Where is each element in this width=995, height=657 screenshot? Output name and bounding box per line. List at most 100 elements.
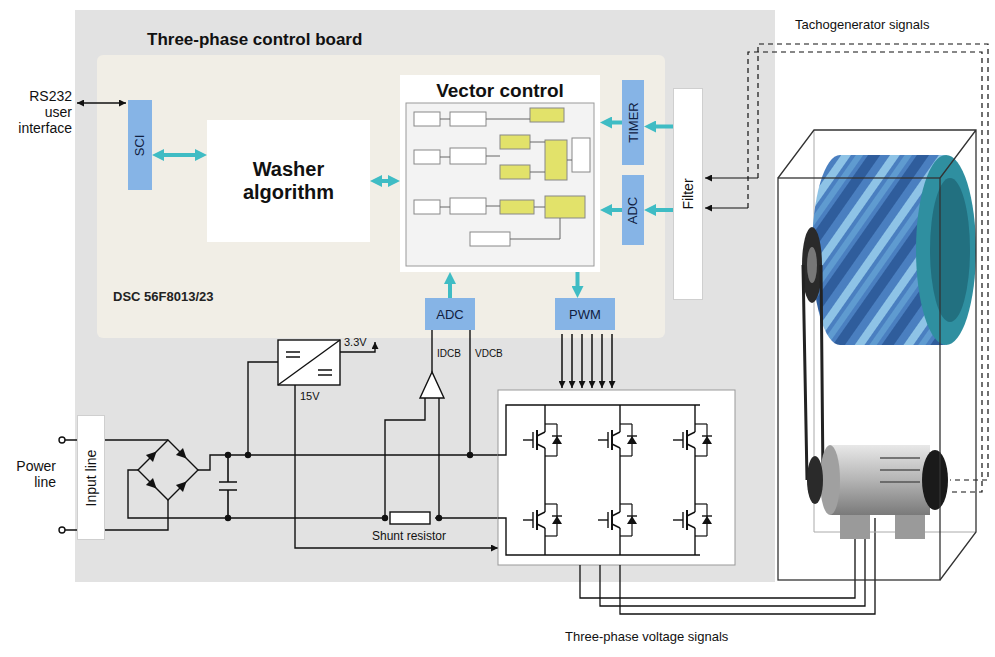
voltage-label: 15V [300, 390, 320, 403]
inverter-bridge [673, 418, 712, 462]
vector-control-thumbnail [406, 103, 594, 266]
washer-drum-illustration [895, 515, 925, 539]
tacho-signal-lines [748, 52, 982, 492]
vector-control-thumbnail [500, 200, 534, 214]
pwm-gate-arrows [562, 334, 612, 388]
node-text: Input line [83, 449, 99, 506]
pwm-gate-arrows [591, 334, 593, 388]
interface-label: RS232 user interface [6, 88, 72, 136]
washer-drum-illustration [830, 445, 930, 515]
power-circuit [146, 478, 160, 492]
washer-drum-illustration [840, 515, 870, 539]
tacho-signal-lines [705, 44, 988, 492]
washer-drum-illustration [803, 265, 823, 480]
signal-name: VDCB [475, 348, 503, 360]
pwm-block: PWM [555, 298, 615, 330]
power-circuit [278, 340, 340, 385]
connector-arrow [652, 208, 673, 212]
power-circuit [248, 362, 278, 455]
pwm-gate-arrows [561, 334, 563, 388]
node-text: SCI [132, 134, 147, 156]
inverter-bridge [545, 462, 695, 498]
power-circuit [226, 453, 231, 458]
power-circuit [437, 516, 442, 521]
washer-drum-illustration [930, 178, 970, 322]
power-circuit [219, 455, 237, 518]
connector-arrow [160, 153, 199, 157]
washer-drum-illustration [880, 458, 920, 482]
power-circuit [438, 398, 439, 518]
power-circuit [59, 437, 65, 443]
power-circuit [278, 340, 340, 385]
power-circuit [226, 516, 231, 521]
power-circuit [431, 330, 432, 372]
vector-control-thumbnail [450, 148, 486, 164]
inverter-bridge [498, 405, 700, 555]
washer-drum-illustration [778, 178, 940, 580]
vector-control-thumbnail [545, 196, 585, 218]
washer-algorithm-box: Washer algorithm [207, 120, 370, 242]
sci-block: SCI [128, 100, 152, 190]
power-circuit [59, 330, 498, 548]
adc-block: ADC [622, 175, 644, 245]
power-circuit [146, 448, 190, 492]
washer-drum-illustration [807, 247, 817, 283]
node-text: Three-phase control board [147, 30, 362, 49]
node-text: ADC [436, 307, 463, 322]
washer-drum-illustration [916, 155, 976, 345]
power-line-label: Power line [6, 458, 56, 490]
connector-arrow [448, 280, 452, 298]
vector-control-thumbnail [450, 112, 486, 126]
vector-control-thumbnail [406, 103, 594, 266]
pwm-gate-arrows [601, 334, 603, 388]
washer-drum-illustration [807, 456, 823, 504]
vector-control-thumbnail [470, 232, 510, 246]
input-line-box: Input line [77, 415, 105, 540]
power-circuit [469, 330, 470, 455]
connector-arrow [652, 125, 673, 129]
rs232-arrow [77, 103, 126, 104]
power-circuit [128, 470, 385, 518]
node-text: DSC 56F8013/23 [113, 289, 213, 304]
power-circuit [198, 455, 498, 470]
power-circuit [468, 453, 473, 458]
inverter-bridge [498, 390, 735, 565]
timer-block: TIMER [622, 80, 644, 165]
inverter-bridge [545, 405, 695, 555]
node-text: ADC [626, 196, 641, 223]
vector-control-thumbnail [530, 108, 564, 122]
power-circuit [176, 448, 190, 462]
signal-name: Tachogenerator signals [795, 18, 929, 33]
power-circuit [246, 453, 251, 458]
power-circuit [138, 440, 198, 500]
power-circuit [435, 517, 498, 518]
power-circuit [146, 448, 160, 462]
washer-drum-illustration [802, 227, 822, 303]
power-circuit [59, 527, 65, 533]
vector-control-thumbnail [572, 138, 590, 172]
power-circuit [390, 512, 430, 524]
inverter-bridge [598, 498, 637, 542]
inverter-bridge [523, 418, 562, 462]
tacho-signal-lines [705, 207, 748, 208]
rs232-arrow [77, 102, 126, 104]
pwm-gate-arrows [581, 334, 583, 388]
motor-wires [600, 518, 865, 606]
inverter-bridge [498, 405, 700, 565]
signal-name: Three-phase voltage signals [565, 630, 728, 645]
vector-control-thumbnail [414, 112, 440, 126]
inverter-bridge [673, 498, 712, 542]
tacho-signal-lines [705, 177, 758, 178]
signal-name: IDCB [437, 348, 461, 360]
vector-control-thumbnail [414, 200, 440, 214]
pwm-gate-arrows [611, 334, 613, 388]
power-circuit [176, 478, 190, 492]
node-text: PWM [569, 307, 601, 322]
power-circuit [383, 516, 388, 521]
connector-arrow [576, 272, 580, 290]
tacho-signal-lines [758, 44, 988, 480]
inverter-bridge [523, 498, 562, 542]
vector-control-thumbnail [500, 135, 530, 149]
voltage-label: 3.3V [344, 336, 367, 349]
washer-drum-illustration [922, 450, 948, 510]
